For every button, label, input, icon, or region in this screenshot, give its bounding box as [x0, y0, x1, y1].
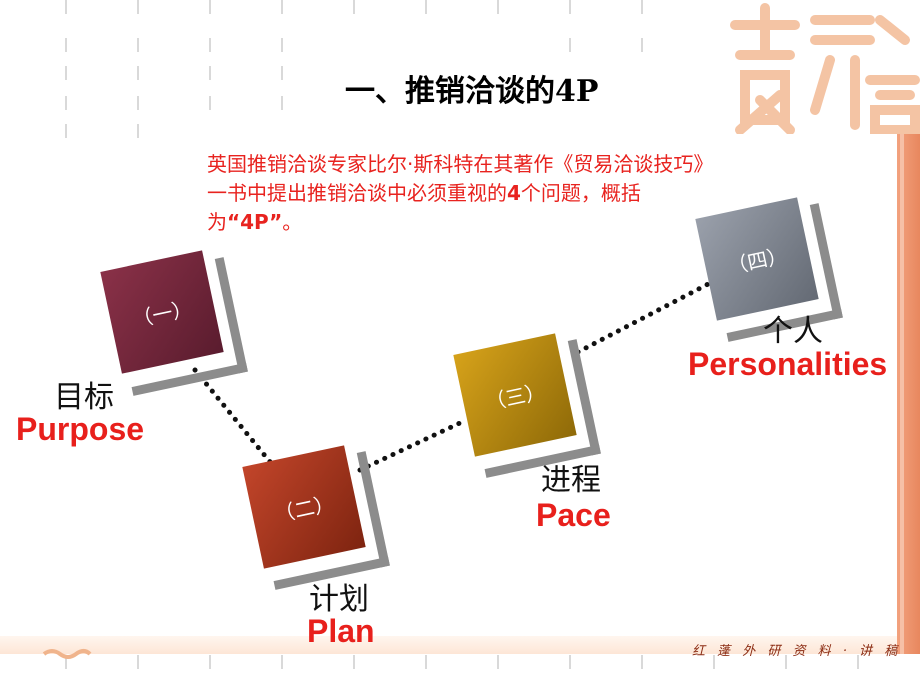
connector-3-4 [575, 279, 715, 355]
label-en-pace: Pace [536, 497, 611, 533]
intro-text-2: 个问题，概括为 [207, 181, 641, 234]
intro-bold-count: 4 [507, 181, 521, 205]
node-diamond: （四） [695, 197, 819, 321]
node-number: （四） [725, 242, 790, 279]
label-en-plan: Plan [307, 613, 375, 649]
brand-logo [730, 3, 920, 134]
side-accent-stripe [900, 134, 904, 654]
node-diamond: （二） [242, 445, 366, 569]
node-diamond: （一） [100, 250, 224, 374]
footer-text: 红 蓬 外 研 资 料 · 讲 稿 [692, 644, 902, 659]
label-zh-purpose: 目标 [54, 380, 114, 415]
node-number: （三） [483, 378, 548, 415]
intro-text-1: 英国推销洽谈专家比尔·斯科特在其著作《贸易洽谈技巧》一书中提出推销洽谈中必须重视… [207, 152, 714, 205]
node-diamond: （三） [453, 333, 577, 457]
label-zh-personalities: 个人 [763, 314, 823, 349]
label-zh-plan: 计划 [309, 582, 369, 617]
page-title: 一、推销洽谈的4P [345, 74, 599, 109]
intro-paragraph: 英国推销洽谈专家比尔·斯科特在其著作《贸易洽谈技巧》一书中提出推销洽谈中必须重视… [207, 150, 727, 237]
intro-text-3: 。 [282, 210, 303, 234]
intro-bold-4p: “4P” [227, 210, 283, 234]
label-en-personalities: Personalities [688, 346, 888, 382]
label-en-purpose: Purpose [16, 411, 145, 447]
footer-logo [42, 649, 92, 659]
connector-2-3 [357, 419, 465, 473]
label-zh-pace: 进程 [541, 463, 601, 498]
bottom-band [0, 636, 897, 654]
node-number: （一） [130, 295, 195, 332]
node-number: （二） [272, 490, 337, 527]
connector-1-2 [192, 367, 278, 471]
